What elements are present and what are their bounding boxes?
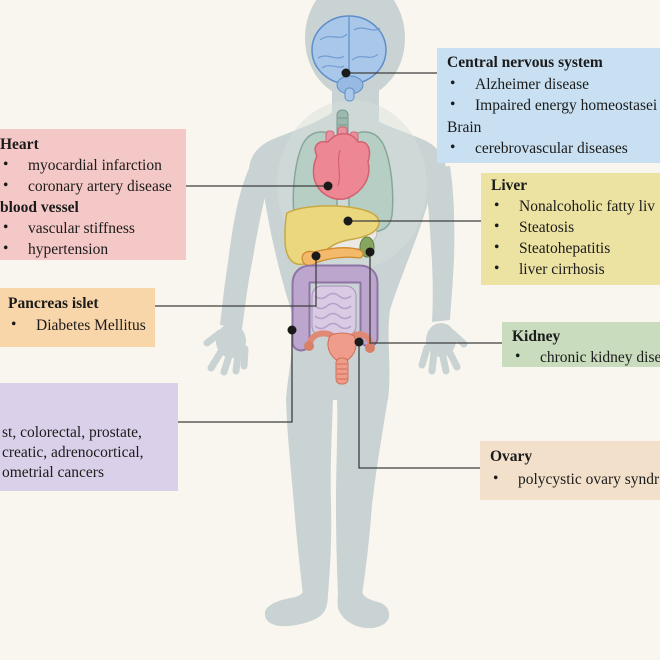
cns-item-text: cerebrovascular diseases — [475, 140, 628, 157]
bullet-icon: • — [494, 197, 500, 214]
cancer-item-text: ometrial cancers — [2, 464, 104, 481]
ovary-title: Ovary — [490, 448, 533, 465]
ovary-item-text: polycystic ovary syndr — [518, 470, 660, 488]
cancer-connector — [178, 330, 293, 423]
cns-item: • cerebrovascular diseases — [437, 138, 660, 160]
liver-item: • Steatosis — [481, 217, 660, 238]
heart-item: • vascular stiffness — [0, 218, 186, 239]
bullet-icon: • — [3, 177, 9, 194]
bullet-icon: • — [515, 348, 521, 365]
heart-item: • hypertension — [0, 239, 186, 260]
liver-dot — [343, 216, 353, 226]
small-intestine-organ — [311, 285, 357, 337]
kidney-label-box: Kidney • chronic kidney dise — [502, 322, 660, 367]
heart-dot — [323, 181, 333, 191]
kidney-connector — [369, 252, 502, 344]
cns-item: • Alzheimer disease — [437, 74, 660, 96]
cns-item: • Impaired energy homeostasei — [437, 95, 660, 117]
cancer-dot — [287, 325, 297, 335]
liver-title: Liver — [491, 177, 528, 194]
pancreas-connector — [155, 256, 317, 307]
liver-item-text: Steatosis — [519, 219, 575, 236]
liver-item: • liver cirrhosis — [481, 259, 660, 280]
cancer-item-text: st, colorectal, prostate, — [2, 424, 142, 441]
brain-organ — [311, 15, 387, 102]
cancer-label-box: st, colorectal, prostate, creatic, adren… — [0, 383, 178, 491]
heart-label-box: Heart • myocardial infarction • coronary a… — [0, 129, 186, 260]
connector-lines — [155, 72, 502, 469]
liver-item-text: Steatohepatitis — [519, 240, 611, 257]
ovary-item: • polycystic ovary syndr — [480, 469, 660, 492]
bullet-icon: • — [3, 156, 9, 173]
pancreas-title: Pancreas islet — [8, 295, 99, 312]
bullet-icon: • — [3, 240, 9, 257]
brain-dot — [341, 68, 351, 78]
ovary-connector — [358, 342, 480, 469]
bullet-icon: • — [494, 260, 500, 277]
cns-item-continuation: Brain — [447, 118, 482, 136]
cns-title: Central nervous system — [447, 54, 603, 71]
liver-item: • Steatohepatitis — [481, 238, 660, 259]
kidney-item: • chronic kidney dise — [502, 347, 660, 368]
bullet-icon: • — [450, 74, 456, 92]
cns-label-box: Central nervous system • Alzheimer diseas… — [437, 48, 660, 163]
ovary-dot — [354, 337, 364, 347]
uterus-organ — [304, 330, 375, 385]
heart-item: • myocardial infarction — [0, 155, 186, 176]
heart-item-text: vascular stiffness — [28, 220, 135, 237]
bullet-icon: • — [494, 218, 500, 235]
cancer-item-text: creatic, adrenocortical, — [2, 444, 144, 461]
large-intestine-organ — [291, 264, 379, 352]
heart-item-text: myocardial infarction — [28, 157, 162, 174]
kidney-title: Kidney — [512, 328, 561, 345]
left-hand-fingers — [203, 329, 249, 376]
bullet-icon: • — [450, 96, 456, 113]
bullet-icon: • — [493, 469, 499, 487]
bullet-icon: • — [3, 219, 9, 236]
connector-dots — [287, 68, 375, 347]
pancreas-dot — [311, 251, 321, 261]
liver-label-box: Liver • Nonalcoholic fatty liv • Steatosis… — [481, 173, 660, 285]
blood-vessel-title: blood vessel — [0, 199, 79, 216]
kidney-item-text: chronic kidney dise — [540, 349, 660, 366]
ovary-label-box: Ovary • polycystic ovary syndr — [480, 441, 660, 500]
heart-item-text: coronary artery disease — [28, 178, 172, 195]
right-hand-fingers — [418, 329, 468, 375]
liver-item-text: Nonalcoholic fatty liv — [519, 198, 656, 215]
heart-item-text: hypertension — [28, 241, 109, 258]
cns-item-text: Alzheimer disease — [475, 75, 590, 93]
liver-item-text: liver cirrhosis — [519, 261, 605, 278]
pancreas-item: • Diabetes Mellitus — [0, 315, 155, 337]
bullet-icon: • — [11, 315, 17, 333]
liver-item: • Nonalcoholic fatty liv — [481, 196, 660, 217]
bullet-icon: • — [494, 239, 500, 256]
kidney-dot — [365, 247, 375, 257]
pancreas-item-text: Diabetes Mellitus — [36, 316, 146, 334]
bullet-icon: • — [450, 139, 456, 156]
cns-item-text: Impaired energy homeostasei — [475, 97, 658, 114]
heart-title: Heart — [0, 136, 39, 153]
pancreas-label-box: Pancreas islet • Diabetes Mellitus — [0, 288, 155, 347]
heart-item: • coronary artery disease — [0, 176, 186, 197]
